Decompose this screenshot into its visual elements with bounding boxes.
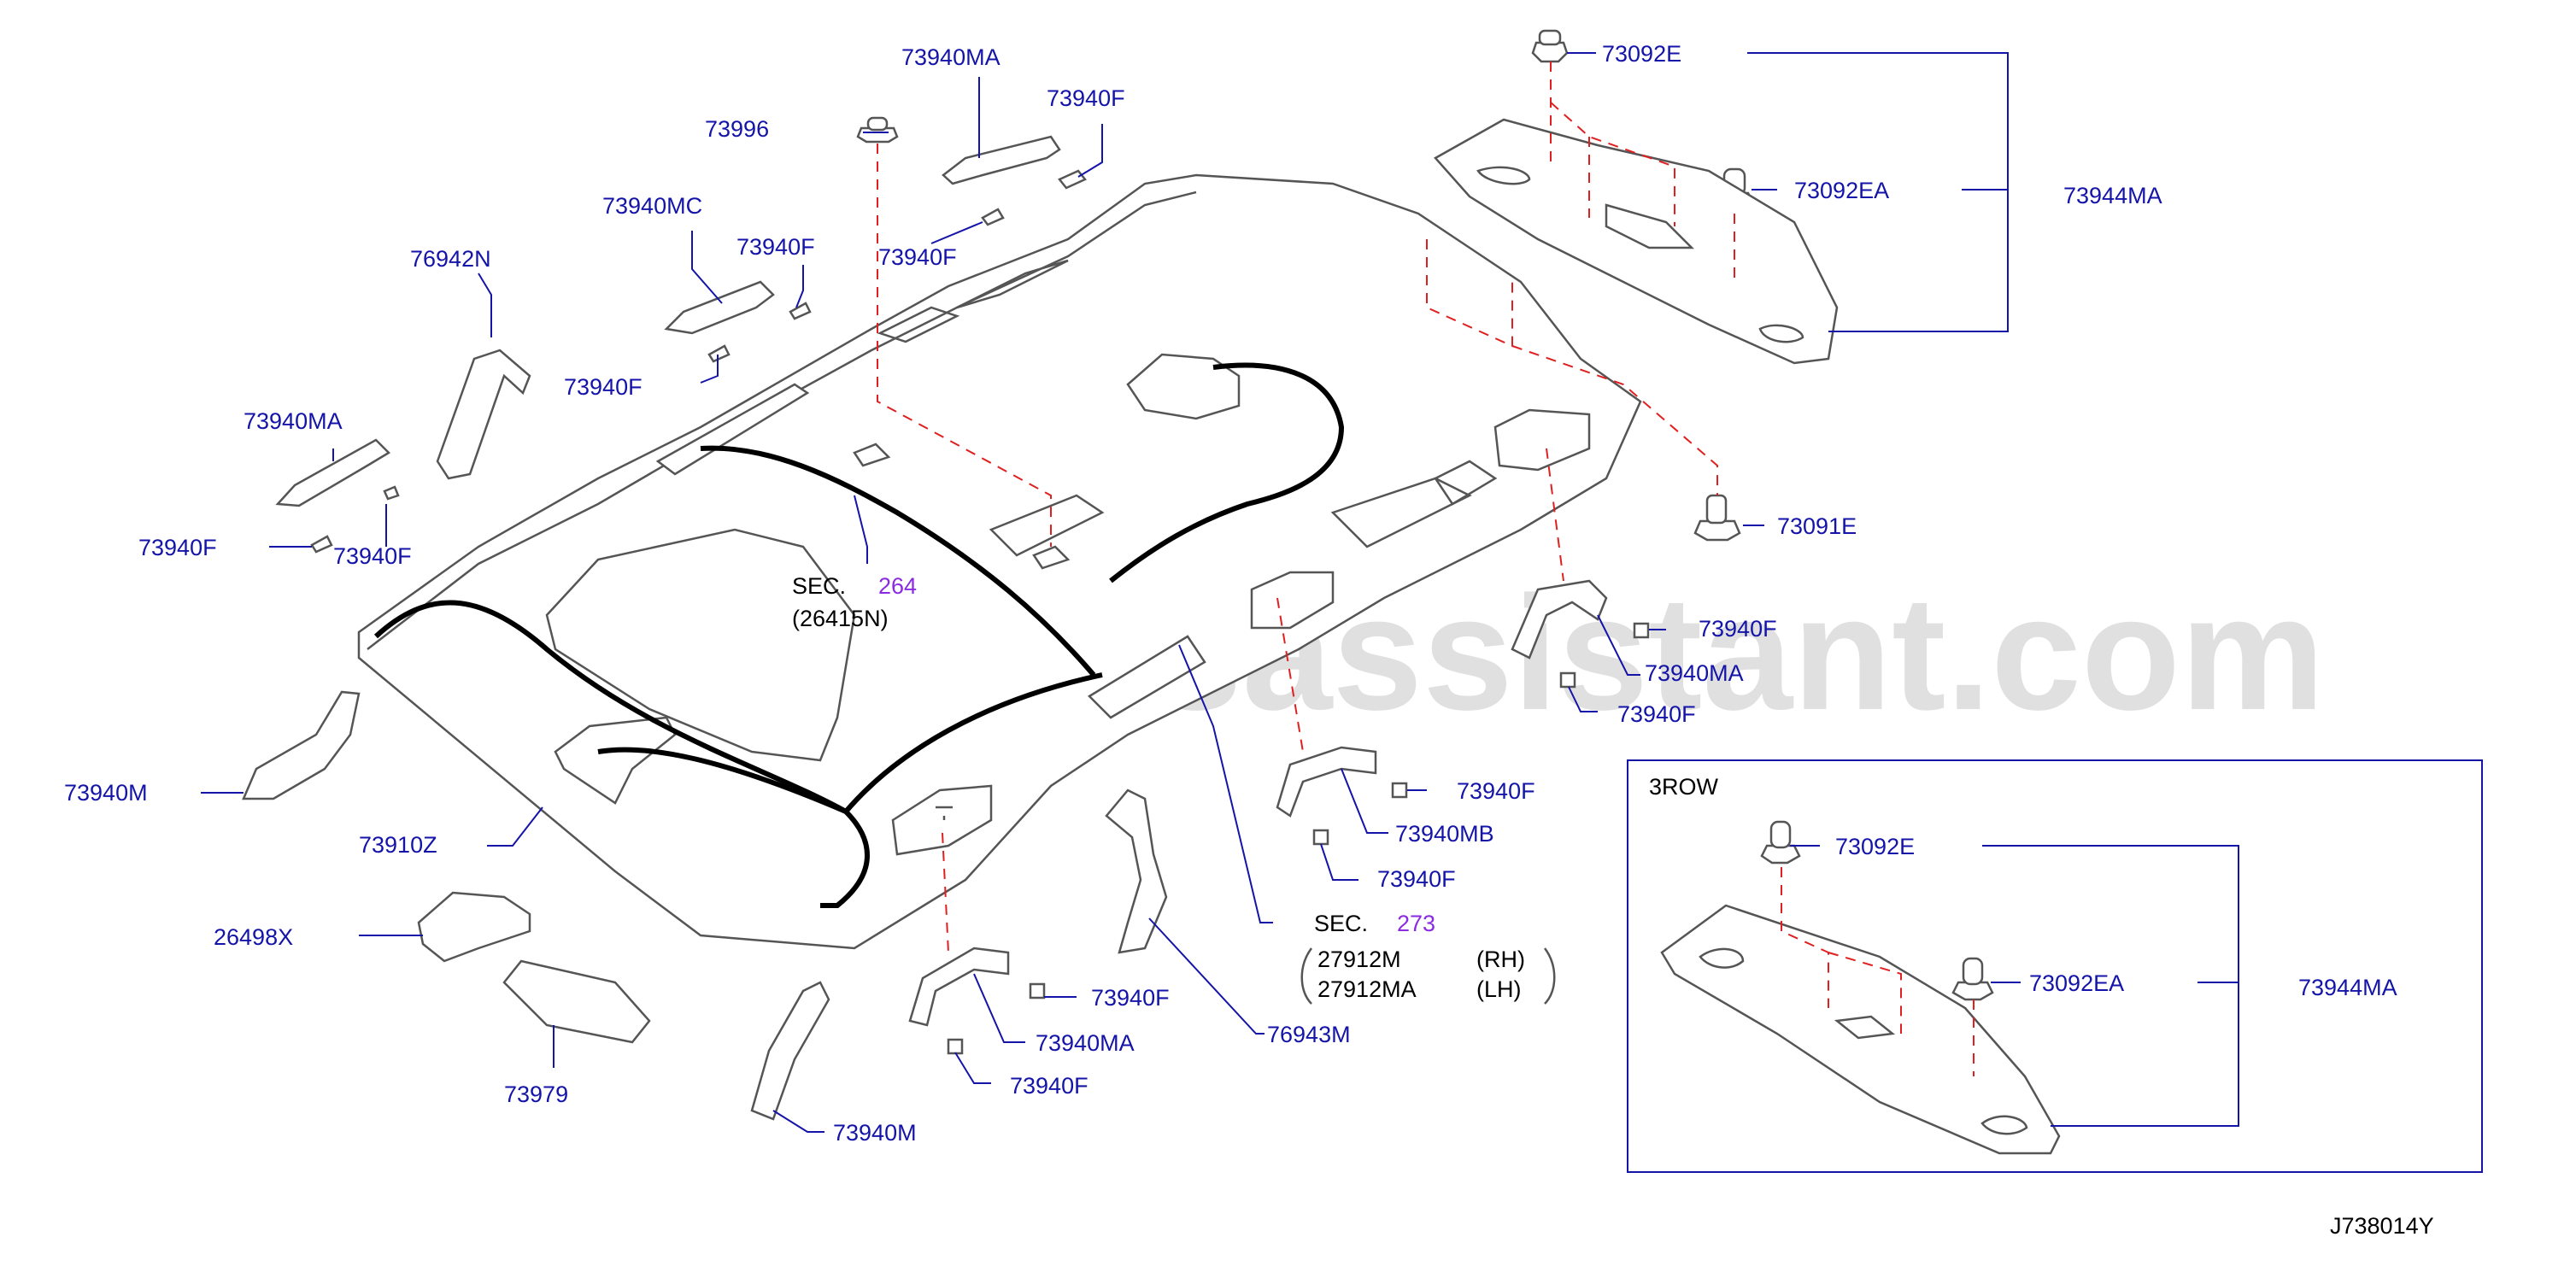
part-labels: 73092E 73944MA 73092EA 73940MA 73940F 73… (64, 41, 2434, 1239)
clip-73092e-icon (1531, 29, 1569, 63)
grab-handle-73940ma-right (1511, 579, 1608, 659)
label-27912m: 27912M (1317, 947, 1401, 972)
label-76942n: 76942N (410, 246, 491, 272)
label-3row-73944ma: 73944MA (2298, 975, 2397, 1000)
label-76943m: 76943M (1267, 1022, 1351, 1047)
label-73940f-b2: 73940F (1010, 1073, 1088, 1099)
grab-handle-73940m-left (242, 690, 361, 800)
label-26498x: 26498X (214, 924, 293, 950)
leader-lines (201, 52, 2239, 1133)
grab-handle-73940ma-left (275, 438, 391, 507)
label-3row-73092e: 73092E (1835, 834, 1915, 859)
label-73940f-mid: 73940F (878, 244, 957, 270)
grab-handle-73940ma-bottom (908, 947, 1010, 1027)
clip-73996-icon (856, 116, 899, 144)
label-73091e: 73091E (1777, 513, 1857, 539)
guide-lines (877, 62, 1975, 1076)
grab-handle-73940ma-top (942, 135, 1061, 185)
label-73940f-top: 73940F (1047, 85, 1125, 111)
label-73940f-mb2: 73940F (1377, 866, 1456, 892)
label-73940ma-bottom: 73940MA (1036, 1030, 1135, 1056)
label-3row-title: 3ROW (1649, 774, 1719, 800)
bracket-26498x (417, 891, 531, 963)
clip-3row-73092e-icon (1760, 820, 1801, 865)
grab-handle-76942n (436, 349, 531, 480)
label-73940mc: 73940MC (602, 193, 702, 219)
label-sec264-num: 264 (878, 573, 917, 599)
label-73940f-b1: 73940F (1091, 985, 1170, 1011)
rh-lh-bracket-right (1543, 947, 1556, 1005)
console-73979 (502, 959, 651, 1044)
label-73944ma: 73944MA (2063, 183, 2162, 208)
label-73940m-bottom: 73940M (833, 1120, 917, 1146)
label-73940f-l1: 73940F (564, 374, 643, 400)
clip-3row-73092ea-icon (1951, 957, 1994, 1001)
grab-handle-73940mb (1276, 746, 1377, 818)
label-lh: (LH) (1476, 976, 1522, 1002)
rear-trim-3row (1660, 904, 2061, 1155)
label-73979: 73979 (504, 1081, 568, 1107)
label-73940f-l2: 73940F (138, 535, 217, 560)
diagram-id: J738014Y (2330, 1213, 2434, 1239)
clip-73091e-icon (1693, 494, 1741, 542)
label-73092e: 73092E (1602, 41, 1681, 67)
handle-mount-pads (891, 353, 1591, 856)
label-sec273-prefix: SEC. (1314, 911, 1368, 936)
label-sec273-num: 273 (1397, 911, 1435, 936)
rh-lh-bracket-left (1300, 947, 1313, 1005)
label-73940f-r2: 73940F (1617, 701, 1696, 727)
roof-brackets (853, 443, 1071, 570)
rear-trim-73944ma (1434, 118, 1839, 365)
label-3row-73092ea: 73092EA (2029, 970, 2124, 996)
label-73910z: 73910Z (359, 832, 437, 858)
grab-handle-73940m-bottom (750, 981, 830, 1121)
label-73940f-l3: 73940F (333, 543, 412, 569)
label-73940ma-left: 73940MA (244, 408, 343, 434)
label-73940ma-right: 73940MA (1645, 660, 1744, 686)
label-73940f-mb1: 73940F (1457, 778, 1535, 804)
label-73996: 73996 (705, 116, 769, 142)
label-rh: (RH) (1476, 947, 1525, 972)
label-73092ea: 73092EA (1794, 178, 1889, 203)
label-73940mb: 73940MB (1395, 821, 1494, 847)
pillar-trim-76943m (1105, 788, 1168, 954)
grab-handle-73940mc (664, 280, 775, 335)
label-73940m-left: 73940M (64, 780, 148, 806)
label-73940ma-top: 73940MA (901, 44, 1000, 70)
label-73940f-mc: 73940F (736, 234, 815, 260)
label-sec264-prefix: SEC. (792, 573, 846, 599)
label-73940f-r1: 73940F (1699, 616, 1777, 642)
3row-inset-box (1627, 759, 2483, 1173)
label-27912ma: 27912MA (1317, 976, 1417, 1002)
wiring-harness (373, 362, 1345, 908)
front-rail (655, 383, 1206, 719)
label-sec264-part: (26415N) (792, 606, 889, 631)
